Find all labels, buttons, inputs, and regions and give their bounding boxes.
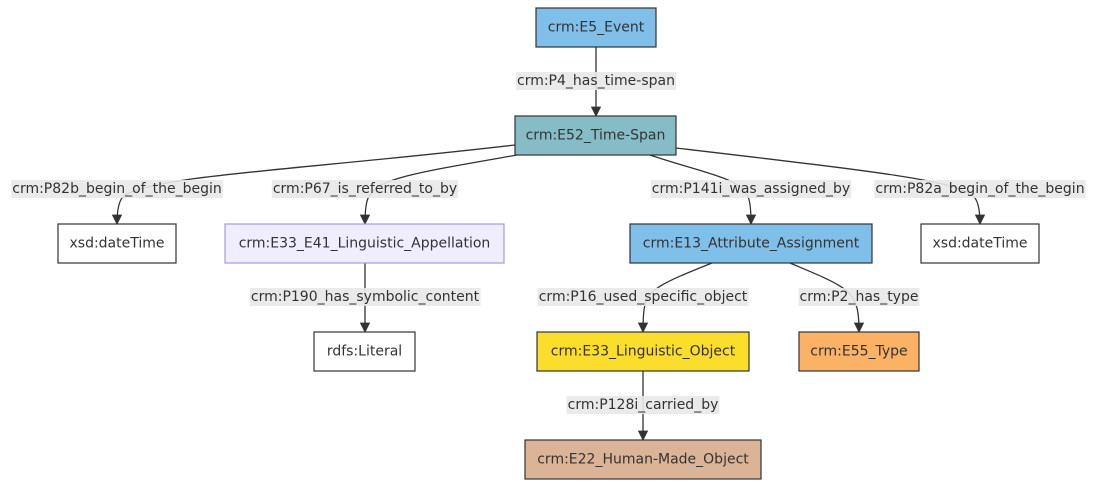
- edge-label-text: crm:P67_is_referred_to_by: [273, 181, 457, 197]
- edge-labels-layer: crm:P4_has_time-span crm:P82b_begin_of_th…: [11, 72, 1086, 414]
- edge-label-background: [650, 180, 852, 198]
- node-box: [57, 223, 177, 264]
- edge-label-p16: crm:P16_used_specific_object: [537, 288, 749, 306]
- node-label: crm:E5_Event: [548, 20, 645, 36]
- edge-label-background: [516, 72, 676, 90]
- edge-label-p67: crm:P67_is_referred_to_by: [271, 180, 459, 198]
- node-label: crm:E22_Human-Made_Object: [537, 452, 749, 468]
- node-label: crm:E55_Type: [810, 344, 907, 360]
- edge-label-p128i: crm:P128i_carried_by: [566, 396, 720, 414]
- node-label: crm:E33_E41_Linguistic_Appellation: [239, 236, 491, 252]
- edge-label-text: crm:P190_has_symbolic_content: [251, 289, 480, 305]
- edge-label-background: [798, 288, 920, 306]
- nodes-layer: crm:E5_Event crm:E52_Time-Span xsd:dateTim…: [57, 7, 1040, 480]
- edge-label-p82a: crm:P82a_begin_of_the_begin: [874, 180, 1086, 198]
- node-lingobj[interactable]: crm:E33_Linguistic_Object: [536, 331, 750, 372]
- node-box: [535, 7, 657, 48]
- edge-label-text: crm:P2_has_type: [800, 289, 919, 305]
- node-label: xsd:dateTime: [932, 236, 1027, 252]
- edge-label-p141i: crm:P141i_was_assigned_by: [650, 180, 852, 198]
- node-dt1[interactable]: xsd:dateTime: [57, 223, 177, 264]
- edge-label-text: crm:P16_used_specific_object: [539, 289, 748, 305]
- node-dt2[interactable]: xsd:dateTime: [920, 223, 1040, 264]
- edge-label-text: crm:P4_has_time-span: [517, 73, 675, 89]
- edge-label-p4: crm:P4_has_time-span: [516, 72, 676, 90]
- edge-label-p2: crm:P2_has_type: [798, 288, 920, 306]
- node-box: [629, 223, 873, 264]
- node-box: [514, 115, 677, 156]
- edge-label-text: crm:P82b_begin_of_the_begin: [12, 181, 221, 197]
- node-type[interactable]: crm:E55_Type: [798, 331, 920, 372]
- edge-label-p82b: crm:P82b_begin_of_the_begin: [11, 180, 223, 198]
- edge-label-background: [874, 180, 1086, 198]
- edge-label-text: crm:P128i_carried_by: [568, 397, 719, 413]
- node-box: [536, 331, 750, 372]
- node-event[interactable]: crm:E5_Event: [535, 7, 657, 48]
- edge-label-p190: crm:P190_has_symbolic_content: [249, 288, 481, 306]
- edge-label-text: crm:P82a_begin_of_the_begin: [875, 181, 1084, 197]
- node-label: crm:E52_Time-Span: [526, 128, 666, 144]
- node-label: xsd:dateTime: [69, 236, 164, 252]
- node-box: [524, 439, 762, 480]
- node-label: crm:E13_Attribute_Assignment: [643, 236, 860, 252]
- node-hmo[interactable]: crm:E22_Human-Made_Object: [524, 439, 762, 480]
- edge-label-background: [249, 288, 481, 306]
- node-attr[interactable]: crm:E13_Attribute_Assignment: [629, 223, 873, 264]
- node-box: [224, 223, 505, 264]
- node-label: rdfs:Literal: [327, 344, 402, 360]
- node-timespan[interactable]: crm:E52_Time-Span: [514, 115, 677, 156]
- edge-label-background: [566, 396, 720, 414]
- edge-label-text: crm:P141i_was_assigned_by: [652, 181, 850, 197]
- node-literal[interactable]: rdfs:Literal: [313, 331, 416, 372]
- edge-label-background: [11, 180, 223, 198]
- node-box: [313, 331, 416, 372]
- node-label: crm:E33_Linguistic_Object: [551, 344, 736, 360]
- edge-label-background: [537, 288, 749, 306]
- node-box: [920, 223, 1040, 264]
- node-box: [798, 331, 920, 372]
- edge-label-background: [271, 180, 459, 198]
- node-appellation[interactable]: crm:E33_E41_Linguistic_Appellation: [224, 223, 505, 264]
